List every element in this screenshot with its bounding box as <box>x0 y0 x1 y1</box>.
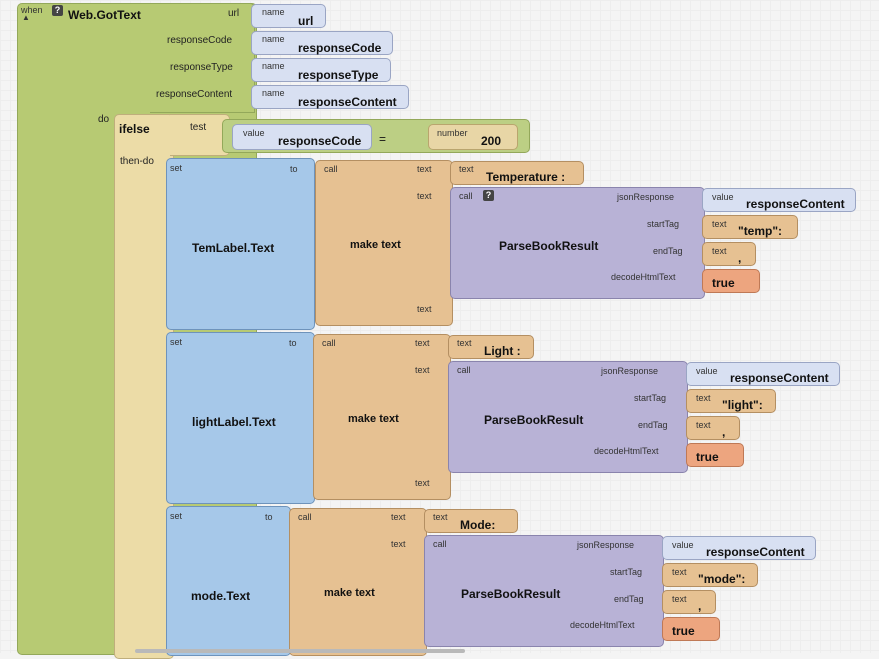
call-parsebookresult-2[interactable]: call ParseBookResult jsonResponse startT… <box>448 361 688 473</box>
proc-help-icon[interactable]: ? <box>483 190 494 201</box>
text-start-tag-light[interactable]: text "light": <box>686 389 776 413</box>
text-start-tag-temp[interactable]: text "temp": <box>702 215 798 239</box>
text-start-tag-mode[interactable]: text "mode": <box>662 563 758 587</box>
param-responsecode[interactable]: name responseCode <box>251 31 393 55</box>
then-do-label: then-do <box>120 156 154 167</box>
true-block-1[interactable]: true <box>702 269 760 293</box>
do-label: do <box>98 114 110 125</box>
param-label-responsecontent: responseContent <box>156 89 233 100</box>
param-label-responsetype: responseType <box>170 62 233 73</box>
event-param-area <box>150 3 255 113</box>
test-value-block[interactable]: value responseCode <box>232 124 372 150</box>
horizontal-scrollbar[interactable] <box>135 649 465 653</box>
param-label-url: url <box>228 8 240 19</box>
call-parsebookresult-1[interactable]: call ? ParseBookResult jsonResponse star… <box>450 187 705 299</box>
set-target-temlabel: TemLabel.Text <box>192 241 275 255</box>
when-label: when <box>21 5 43 15</box>
make-text-block-1[interactable]: call make text text text text <box>315 160 453 326</box>
ifelse-block[interactable]: ifelse then-do <box>114 114 174 659</box>
set-temlabel-block[interactable]: set to TemLabel.Text <box>166 158 315 330</box>
true-block-3[interactable]: true <box>662 617 720 641</box>
event-name: Web.GotText <box>68 8 141 22</box>
text-end-tag-1[interactable]: text , <box>702 242 756 266</box>
collapse-arrow-icon[interactable]: ▲ <box>22 13 30 22</box>
param-url[interactable]: name url <box>251 4 326 28</box>
text-literal-temperature[interactable]: text Temperature : <box>450 161 584 185</box>
text-literal-mode[interactable]: text Mode: <box>424 509 518 533</box>
help-icon[interactable]: ? <box>52 5 63 16</box>
text-literal-light[interactable]: text Light : <box>448 335 534 359</box>
set-target-lightlabel: lightLabel.Text <box>192 415 276 429</box>
set-mode-block[interactable]: set to mode.Text <box>166 506 291 656</box>
text-end-tag-3[interactable]: text , <box>662 590 716 614</box>
param-label-responsecode: responseCode <box>167 35 233 46</box>
param-responsecontent[interactable]: name responseContent <box>251 85 409 109</box>
value-responsecontent-1[interactable]: value responseContent <box>702 188 856 212</box>
make-text-block-2[interactable]: call make text text text text <box>313 334 451 500</box>
ifelse-test-area: test <box>170 114 230 156</box>
test-label: test <box>190 122 207 133</box>
set-lightlabel-block[interactable]: set to lightLabel.Text <box>166 332 315 504</box>
text-end-tag-2[interactable]: text , <box>686 416 740 440</box>
value-responsecontent-3[interactable]: value responseContent <box>662 536 816 560</box>
make-text-block-3[interactable]: call make text text text <box>289 508 427 656</box>
set-target-mode: mode.Text <box>191 589 251 603</box>
equals-operator: = <box>379 132 387 146</box>
ifelse-label: ifelse <box>119 122 150 136</box>
number-block[interactable]: number 200 <box>428 124 518 150</box>
call-parsebookresult-3[interactable]: call ParseBookResult jsonResponse startT… <box>424 535 664 647</box>
value-responsecontent-2[interactable]: value responseContent <box>686 362 840 386</box>
param-responsetype[interactable]: name responseType <box>251 58 391 82</box>
true-block-2[interactable]: true <box>686 443 744 467</box>
